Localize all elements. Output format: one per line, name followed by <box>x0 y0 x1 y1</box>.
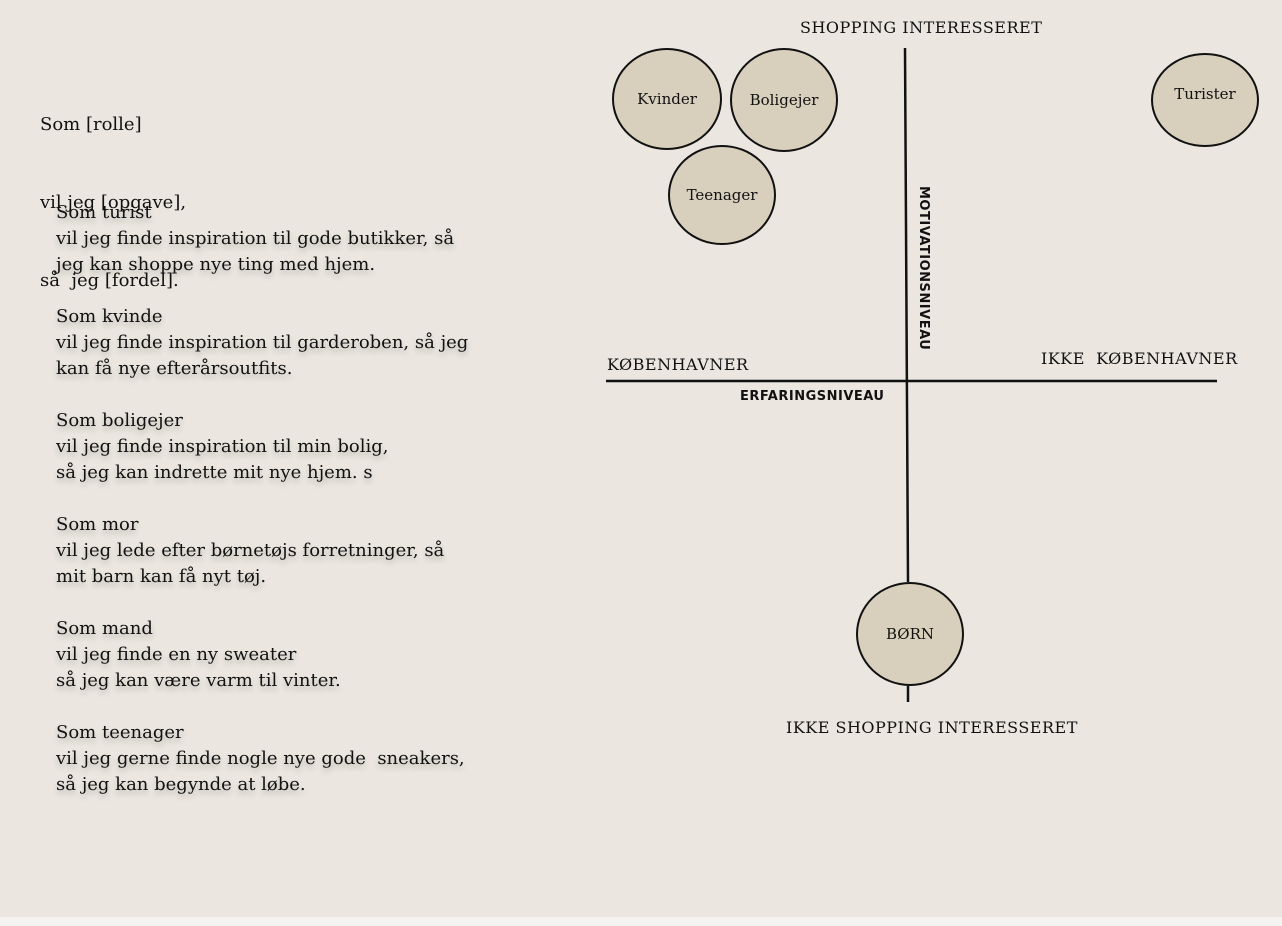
left-axis-label: KØBENHAVNER <box>607 355 749 374</box>
bottom-axis-label: IKKE SHOPPING INTERESSERET <box>786 718 1078 737</box>
story-line: vil jeg finde inspiration til min bolig, <box>56 436 389 457</box>
user-story: Som turist vil jeg finde inspiration til… <box>56 200 526 278</box>
story-role: Som boligejer <box>56 410 183 431</box>
story-line: mit barn kan få nyt tøj. <box>56 566 267 587</box>
story-line: så jeg kan være varm til vinter. <box>56 670 341 691</box>
vertical-axis-name: MOTIVATIONSNIVEAU <box>916 186 931 351</box>
vertical-axis-line <box>903 47 910 583</box>
right-axis-label: IKKE KØBENHAVNER <box>1041 349 1238 368</box>
template-line: vil jeg [opgave], <box>40 192 187 213</box>
persona-kvinder: Kvinder <box>612 48 722 150</box>
user-story: Som mand vil jeg finde en ny sweater så … <box>56 616 526 694</box>
template-line: så jeg [fordel]. <box>40 270 179 291</box>
top-axis-label: SHOPPING INTERESSERET <box>800 18 1043 37</box>
story-line: jeg kan shoppe nye ting med hjem. <box>56 254 376 275</box>
story-role: Som mand <box>56 618 153 639</box>
story-line: vil jeg finde en ny sweater <box>56 644 297 665</box>
persona-turister: Turister <box>1151 53 1259 147</box>
persona-label: Boligejer <box>749 91 819 109</box>
story-line: så jeg kan begynde at løbe. <box>56 774 306 795</box>
persona-label: BØRN <box>885 625 935 643</box>
user-stories: Som turist vil jeg finde inspiration til… <box>56 200 526 824</box>
persona-teenager: Teenager <box>668 145 776 245</box>
story-line: vil jeg finde inspiration til gode butik… <box>56 228 455 249</box>
story-role: Som turist <box>56 202 152 223</box>
story-line: vil jeg lede efter børnetøjs forretninge… <box>56 540 445 561</box>
user-story: Som teenager vil jeg gerne finde nogle n… <box>56 720 526 798</box>
story-role: Som mor <box>56 514 139 535</box>
story-line: vil jeg finde inspiration til garderoben… <box>56 332 469 353</box>
user-story: Som kvinde vil jeg finde inspiration til… <box>56 304 526 382</box>
user-story-template: Som [rolle] vil jeg [opgave], så jeg [fo… <box>40 60 186 346</box>
story-line: kan få nye efterårsoutfits. <box>56 358 293 379</box>
user-story: Som boligejer vil jeg finde inspiration … <box>56 408 526 486</box>
persona-label: Turister <box>1174 85 1236 103</box>
persona-label: Teenager <box>686 186 758 204</box>
persona-label: Kvinder <box>637 90 697 108</box>
persona-born: BØRN <box>856 582 964 686</box>
horizontal-axis-name: ERFARINGSNIVEAU <box>740 389 885 404</box>
user-story: Som mor vil jeg lede efter børnetøjs for… <box>56 512 526 590</box>
story-role: Som teenager <box>56 722 184 743</box>
story-line: vil jeg gerne finde nogle nye gode sneak… <box>56 748 465 769</box>
story-role: Som kvinde <box>56 306 163 327</box>
story-line: så jeg kan indrette mit nye hjem. s <box>56 462 373 483</box>
template-line: Som [rolle] <box>40 114 142 135</box>
persona-boligejer: Boligejer <box>730 48 838 152</box>
